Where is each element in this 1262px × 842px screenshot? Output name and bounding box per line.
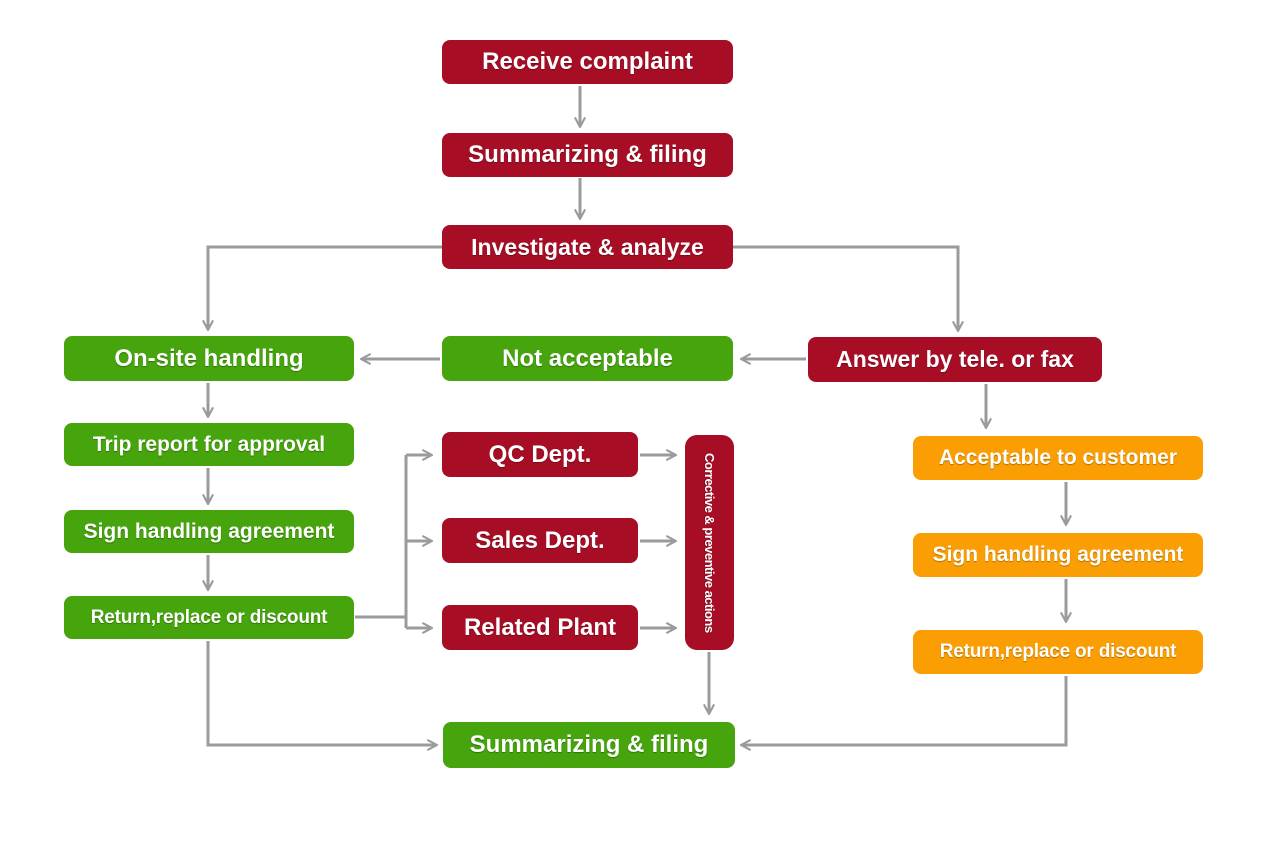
node-acceptable-to-customer: Acceptable to customer: [913, 436, 1203, 480]
edge-return-left-to-summarizing-bottom: [206, 641, 439, 751]
node-trip-report-for-approval: Trip report for approval: [64, 423, 354, 466]
node-sales-dept: Sales Dept.: [442, 518, 638, 563]
node-qc-dept: QC Dept.: [442, 432, 638, 477]
node-on-site-handling: On-site handling: [64, 336, 354, 381]
edge-investigate-to-onsite: [202, 245, 442, 332]
node-sign-handling-agreement-left: Sign handling agreement: [64, 510, 354, 553]
node-corrective-preventive-actions: Corrective & preventive actions: [685, 435, 734, 650]
node-return-replace-or-discount-left: Return,replace or discount: [64, 596, 354, 639]
node-summarizing-filing-bottom: Summarizing & filing: [443, 722, 735, 768]
node-return-replace-or-discount-right: Return,replace or discount: [913, 630, 1203, 674]
node-summarizing-filing-top: Summarizing & filing: [442, 133, 733, 177]
node-sign-handling-agreement-right: Sign handling agreement: [913, 533, 1203, 577]
node-investigate-analyze: Investigate & analyze: [442, 225, 733, 269]
node-receive-complaint: Receive complaint: [442, 40, 733, 84]
node-answer-by-tele-or-fax: Answer by tele. or fax: [808, 337, 1102, 382]
edge-investigate-to-answer: [733, 245, 964, 333]
node-related-plant: Related Plant: [442, 605, 638, 650]
edge-return-right-to-summarizing-bottom: [739, 676, 1068, 751]
node-not-acceptable: Not acceptable: [442, 336, 733, 381]
